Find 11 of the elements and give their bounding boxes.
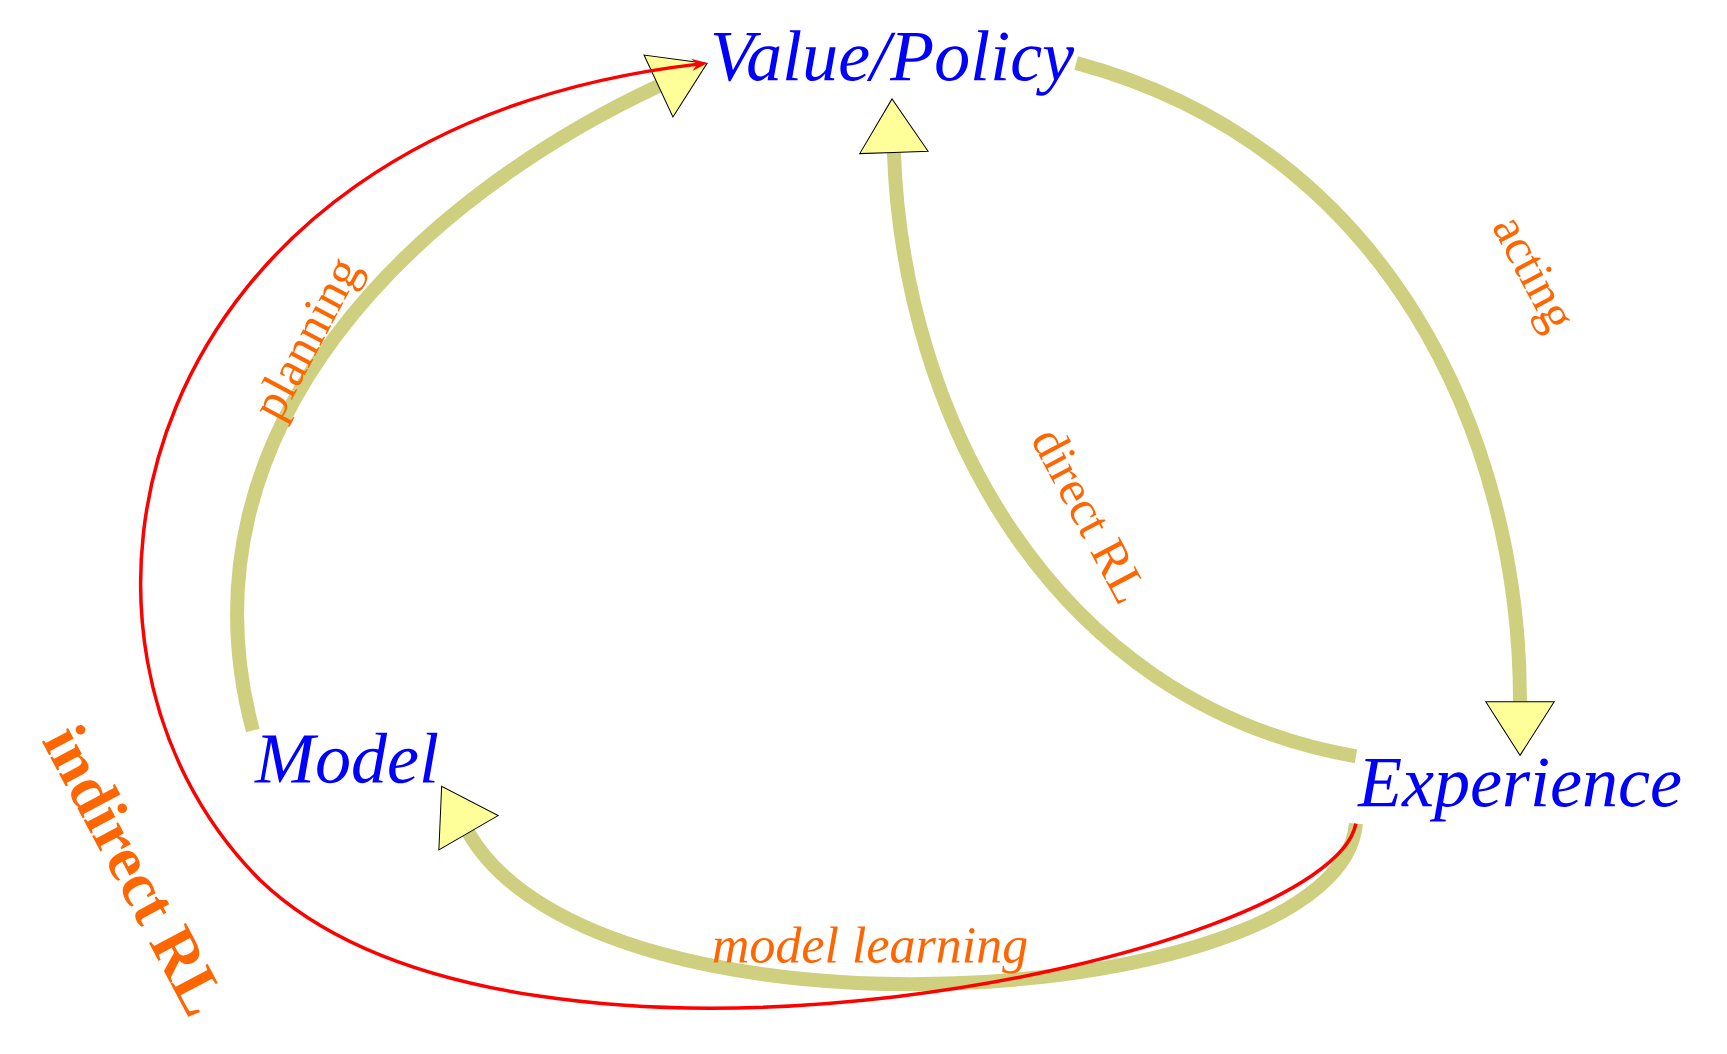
node-label: Model — [254, 732, 438, 784]
node-label: Value/Policy — [713, 30, 1075, 96]
node-label: Experience — [1357, 758, 1681, 822]
curved-arrow — [231, 54, 708, 732]
edge-label: acting — [1493, 219, 1571, 336]
curved-arrow — [859, 98, 1358, 764]
curved-arrow — [1073, 56, 1555, 756]
edge-label: direct RL — [1033, 433, 1142, 604]
edge-label: model learning — [713, 926, 1027, 974]
curved-arrow — [139, 58, 1358, 1009]
curved-arrow — [438, 785, 1363, 991]
